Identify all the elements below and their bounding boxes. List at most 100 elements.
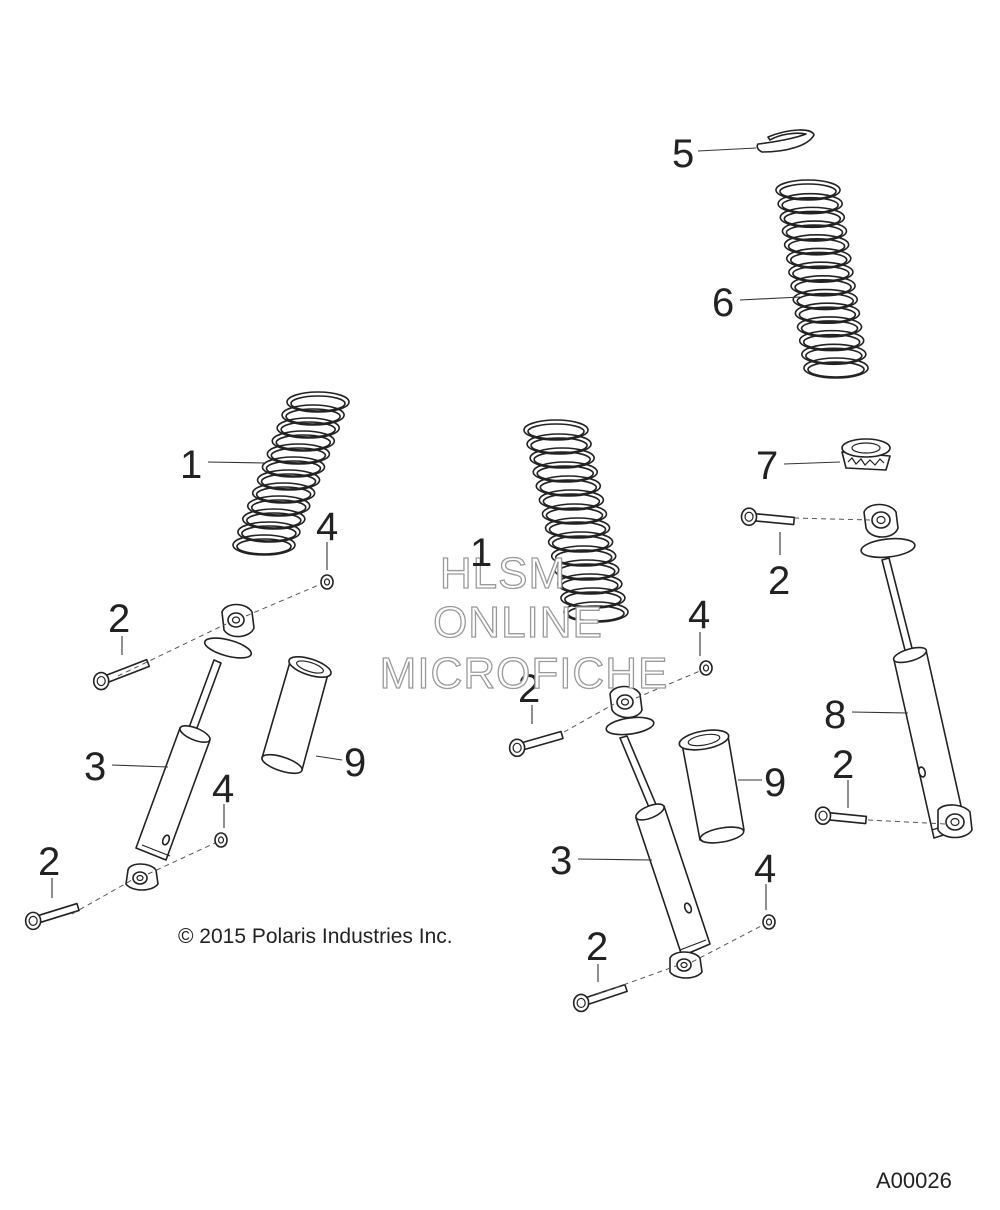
spring-coil-inner <box>783 210 842 228</box>
spring-coil-inner <box>805 347 863 365</box>
callout-2-d: 2 <box>832 743 854 787</box>
spring-coil-inner <box>567 605 625 622</box>
spring-coil <box>246 495 311 517</box>
bolt-shank <box>101 658 151 685</box>
callout-2-e: 2 <box>38 840 60 884</box>
bolt-head-detail <box>744 511 754 522</box>
callout-4-a: 4 <box>316 505 338 549</box>
spring-coil <box>544 517 611 539</box>
spring-coil <box>242 508 306 530</box>
spring-coil-inner <box>536 465 595 482</box>
spring-coil <box>261 456 326 478</box>
spring-coil <box>532 461 599 483</box>
spring-coil <box>550 545 617 567</box>
spring-coil-inner <box>241 525 297 542</box>
spring-coil-inner <box>557 563 616 580</box>
spring-coil-inner <box>779 183 837 200</box>
spring-coil <box>798 329 865 352</box>
spring-coil-inner <box>275 434 332 451</box>
nuts-part-4 <box>214 574 776 930</box>
spring-coil <box>256 469 321 491</box>
bolt-shank <box>582 983 628 1007</box>
alignment-lines <box>71 517 947 995</box>
spring-coil <box>788 261 854 283</box>
callout-labels: 5 6 1 7 4 2 2 4 2 8 3 9 2 9 4 3 2 4 2 <box>38 132 854 969</box>
spring-coil-inner <box>236 538 292 555</box>
spring-coil-inner <box>280 421 336 438</box>
spring-coil <box>547 531 614 553</box>
spring-coil <box>541 503 608 525</box>
figure-id: A00026 <box>876 1168 952 1193</box>
shock-absorber-part-3-left <box>125 603 255 891</box>
spring-part-6 <box>775 179 869 379</box>
callout-8: 8 <box>824 693 846 737</box>
spring-coil-inner <box>785 224 844 241</box>
spring-coil-inner <box>796 292 855 310</box>
spring-coil-inner <box>527 423 585 440</box>
spring-coil <box>529 447 595 469</box>
spring-coil-inner <box>798 306 857 324</box>
callout-5: 5 <box>672 132 694 176</box>
callout-2-c: 2 <box>518 667 540 711</box>
spring-coil <box>526 433 592 455</box>
watermark-line-2: ONLINE <box>433 598 603 647</box>
spring-coil <box>286 391 350 413</box>
callout-4-d: 4 <box>754 847 776 891</box>
spring-coil-inner <box>554 549 613 566</box>
spring-coil <box>790 275 856 297</box>
spring-coil <box>251 482 316 504</box>
callout-4-c: 4 <box>212 767 234 811</box>
spring-coil <box>792 288 859 311</box>
bolt-head-detail <box>512 742 522 753</box>
spring-coil <box>779 206 846 229</box>
spring-coil-inner <box>551 535 610 552</box>
spring-coil <box>794 302 861 325</box>
nut-1 <box>320 574 334 590</box>
spring-coil <box>560 587 626 609</box>
bolt-head <box>24 911 42 931</box>
bolt-head-detail <box>28 915 38 926</box>
spring-coil-inner <box>255 486 312 503</box>
callout-4-b: 4 <box>688 593 710 637</box>
spring-coil <box>266 443 331 465</box>
spring-coil-inner <box>539 479 598 496</box>
spring-coil-inner <box>250 499 307 516</box>
spring-coil <box>523 419 589 441</box>
shock-absorber-part-8 <box>860 503 973 839</box>
nut-3 <box>699 660 713 676</box>
spring-coil-inner <box>792 265 850 282</box>
callout-2-f: 2 <box>586 925 608 969</box>
spring-coil-inner <box>533 451 591 468</box>
spring-coil <box>796 316 863 338</box>
spring-coil-inner <box>787 237 846 255</box>
bolt-head <box>92 671 110 691</box>
spring-coil-inner <box>542 493 601 510</box>
bolt-head <box>508 738 526 758</box>
spring-coil <box>557 573 623 595</box>
spring-coil-inner <box>265 460 322 477</box>
spring-part-1-middle <box>523 419 629 623</box>
bolt-shank <box>750 512 796 526</box>
callout-2-b: 2 <box>108 597 130 641</box>
bolt-head <box>572 993 590 1013</box>
spring-coil-inner <box>548 521 607 538</box>
spring-coil <box>232 534 296 556</box>
bolt-head-detail <box>96 675 106 687</box>
spring-coil-inner <box>270 447 327 464</box>
spring-coil <box>803 357 869 379</box>
spring-coil <box>538 489 605 511</box>
copyright-notice: © 2015 Polaris Industries Inc. <box>178 925 453 948</box>
bolts-part-2 <box>24 507 868 1013</box>
retaining-clip-part-5 <box>756 129 815 153</box>
spring-coil-inner <box>545 507 604 524</box>
spring-coil-inner <box>561 577 619 594</box>
spring-coil <box>281 404 345 426</box>
bolt-shank <box>824 811 868 825</box>
callout-2-a: 2 <box>768 559 790 603</box>
bolt-head-detail <box>818 810 828 821</box>
callout-1-middle: 1 <box>470 531 492 575</box>
callout-6: 6 <box>712 281 734 325</box>
spring-seat-part-7 <box>841 438 891 471</box>
spring-coil <box>783 233 850 256</box>
